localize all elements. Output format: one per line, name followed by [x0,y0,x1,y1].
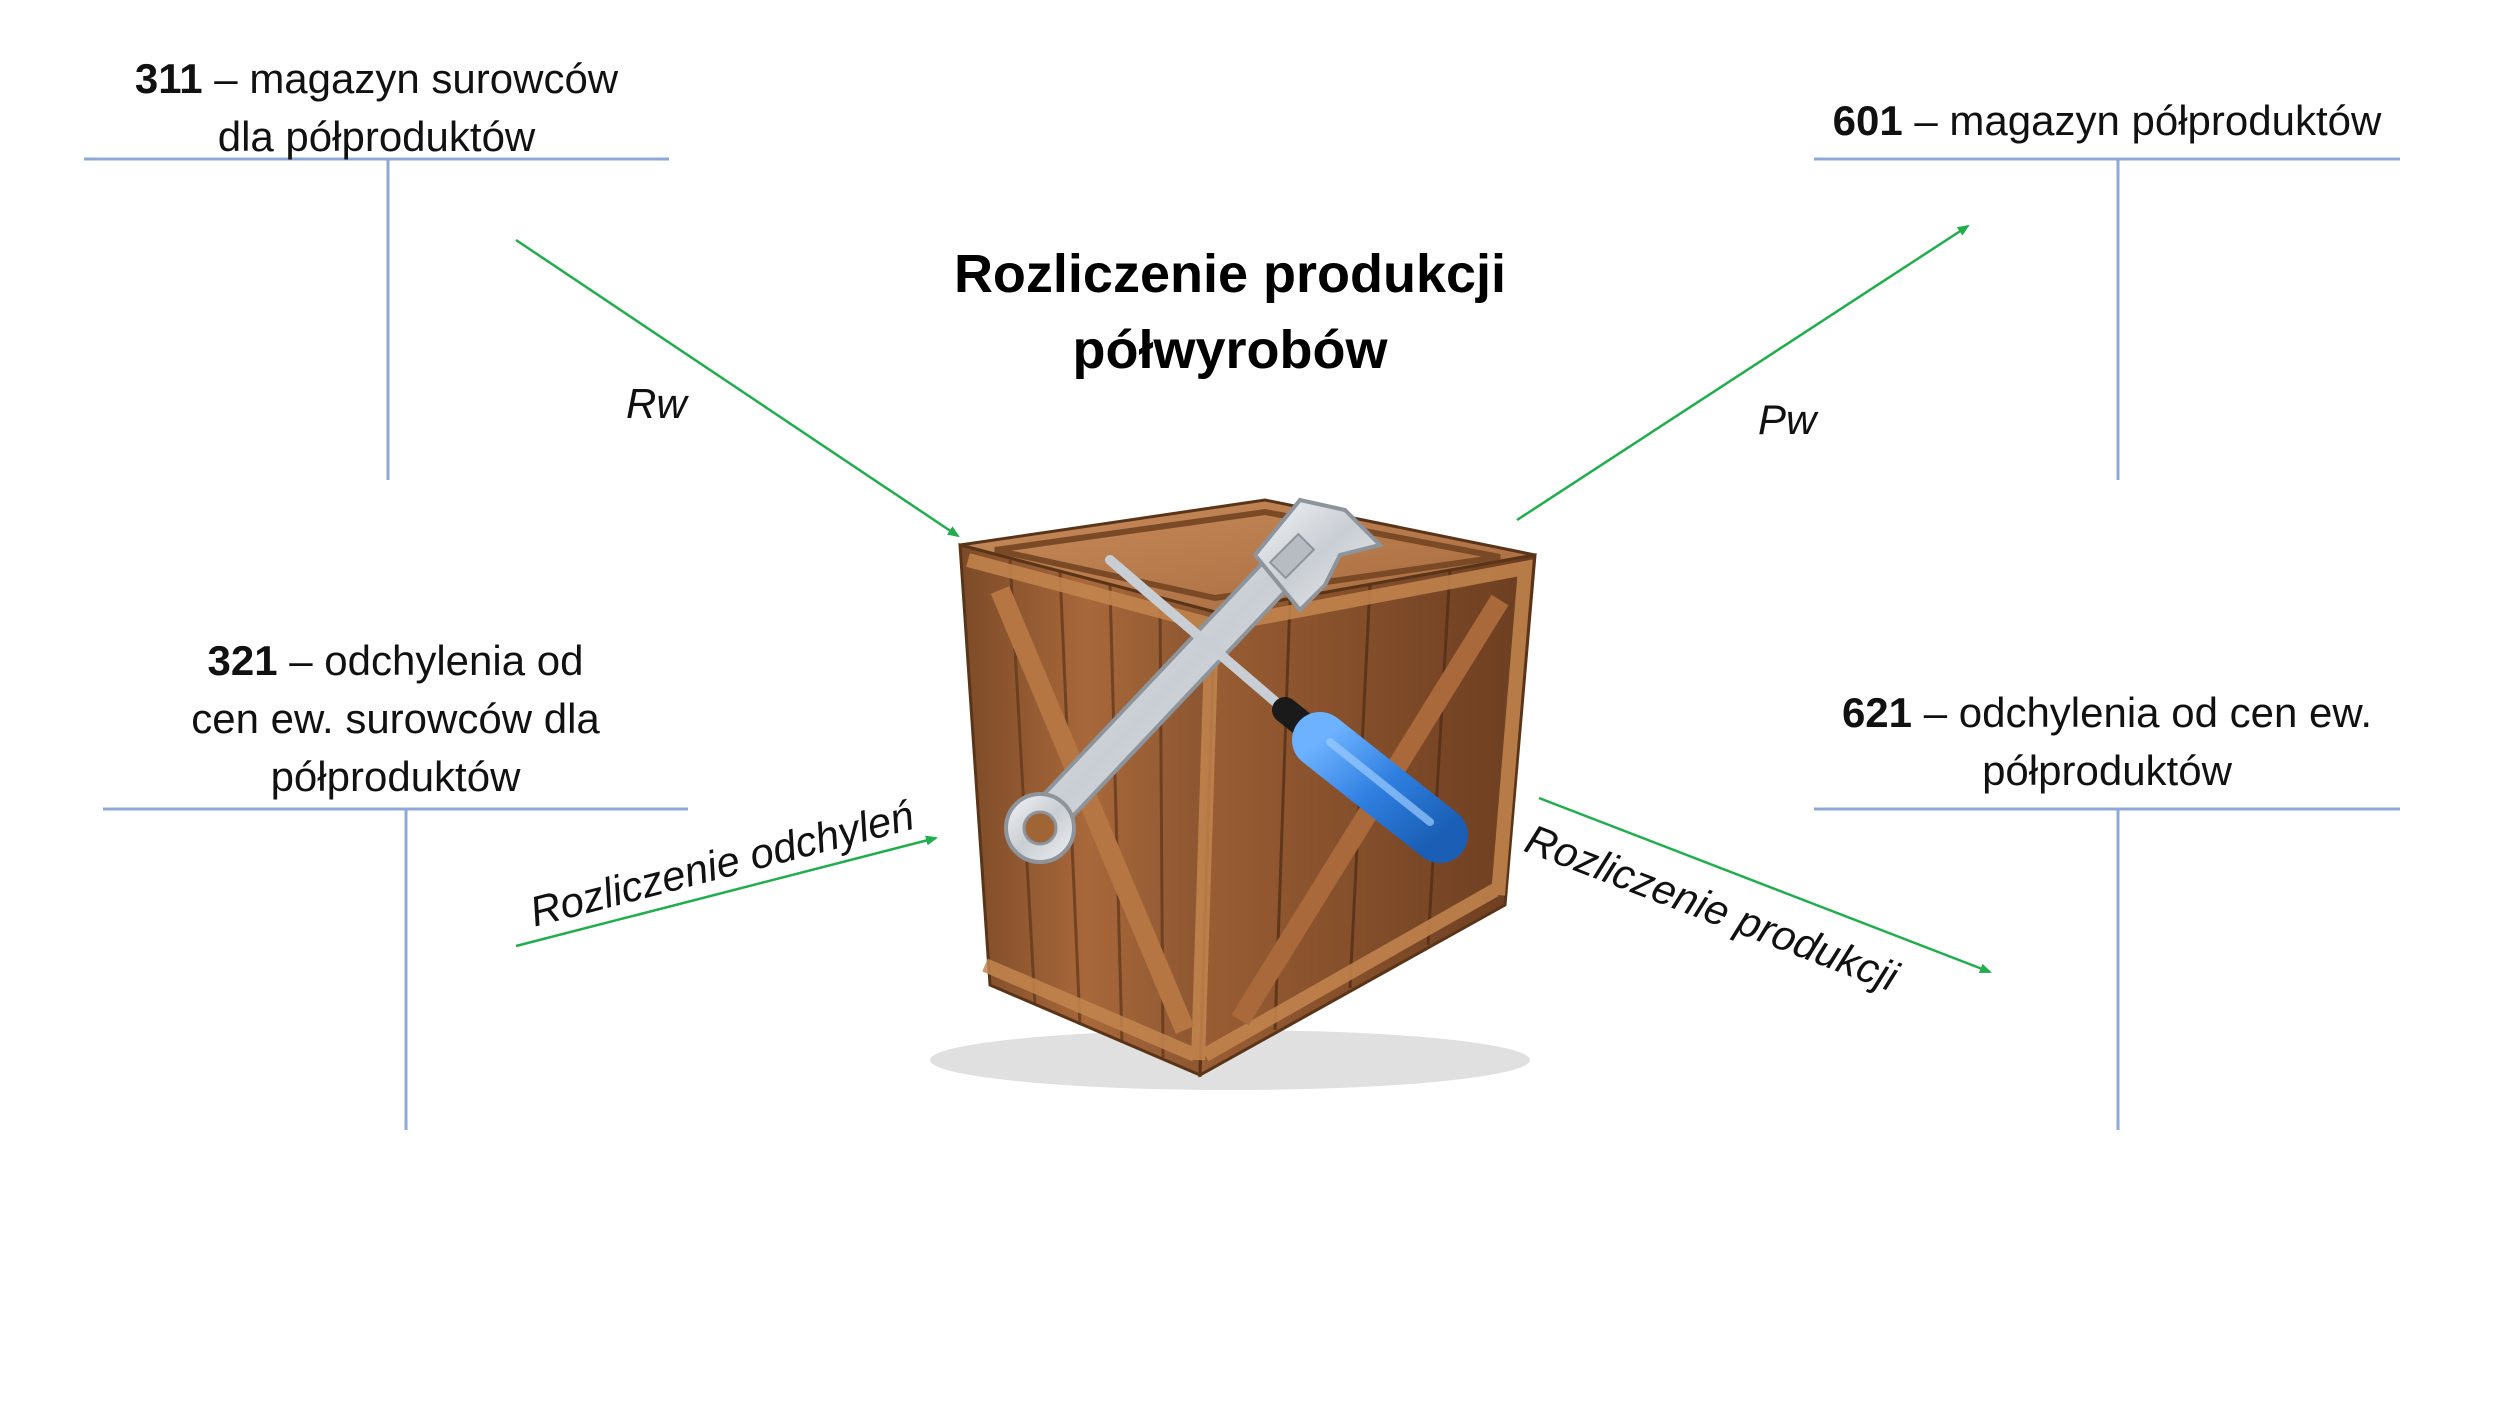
arrow-production [1538,796,1992,974]
account-321-name-line2: cen ew. surowców dla [191,695,600,742]
arrow-deviations [515,835,938,948]
crate-with-tools-icon [930,497,1537,1090]
account-621-name-line2: półproduktów [1982,747,2232,794]
account-321-label: 321 – odchylenia od cen ew. surowców dla… [103,632,688,806]
account-601-name-line1: – magazyn półproduktów [1914,97,2382,144]
account-311-number: 311 [134,55,203,102]
account-321-name-line3: półproduktów [270,753,521,800]
t-account-601 [1814,157,2400,480]
arrow-rw [515,238,960,538]
t-account-311 [84,157,669,480]
diagram-title-line1: Rozliczenie produkcji [953,244,1507,304]
t-account-321 [103,807,688,1130]
flow-label-rw: Rw [626,380,687,427]
account-321-number: 321 [207,637,278,684]
account-321-name-line1: – odchylenia od [289,637,584,684]
account-311-label: 311 – magazyn surowców dla półproduktów [84,50,669,166]
flow-label-pw: Pw [1758,396,1817,443]
t-account-621 [1814,807,2400,1130]
account-311-name-line2: dla półproduktów [217,113,536,160]
account-601-label: 601 – magazyn półproduktów [1814,92,2400,150]
diagram-title: Rozliczenie produkcji półwyrobów [880,236,1580,388]
account-621-number: 621 [1841,689,1913,736]
account-621-name-line1: – odchylenia od cen ew. [1923,689,2373,736]
account-601-number: 601 [1832,97,1903,144]
account-621-label: 621 – odchylenia od cen ew. półproduktów [1814,684,2400,800]
arrow-pw [1516,224,1970,522]
account-311-name-line1: – magazyn surowców [214,55,619,102]
diagram-title-line2: półwyrobów [1072,320,1388,380]
